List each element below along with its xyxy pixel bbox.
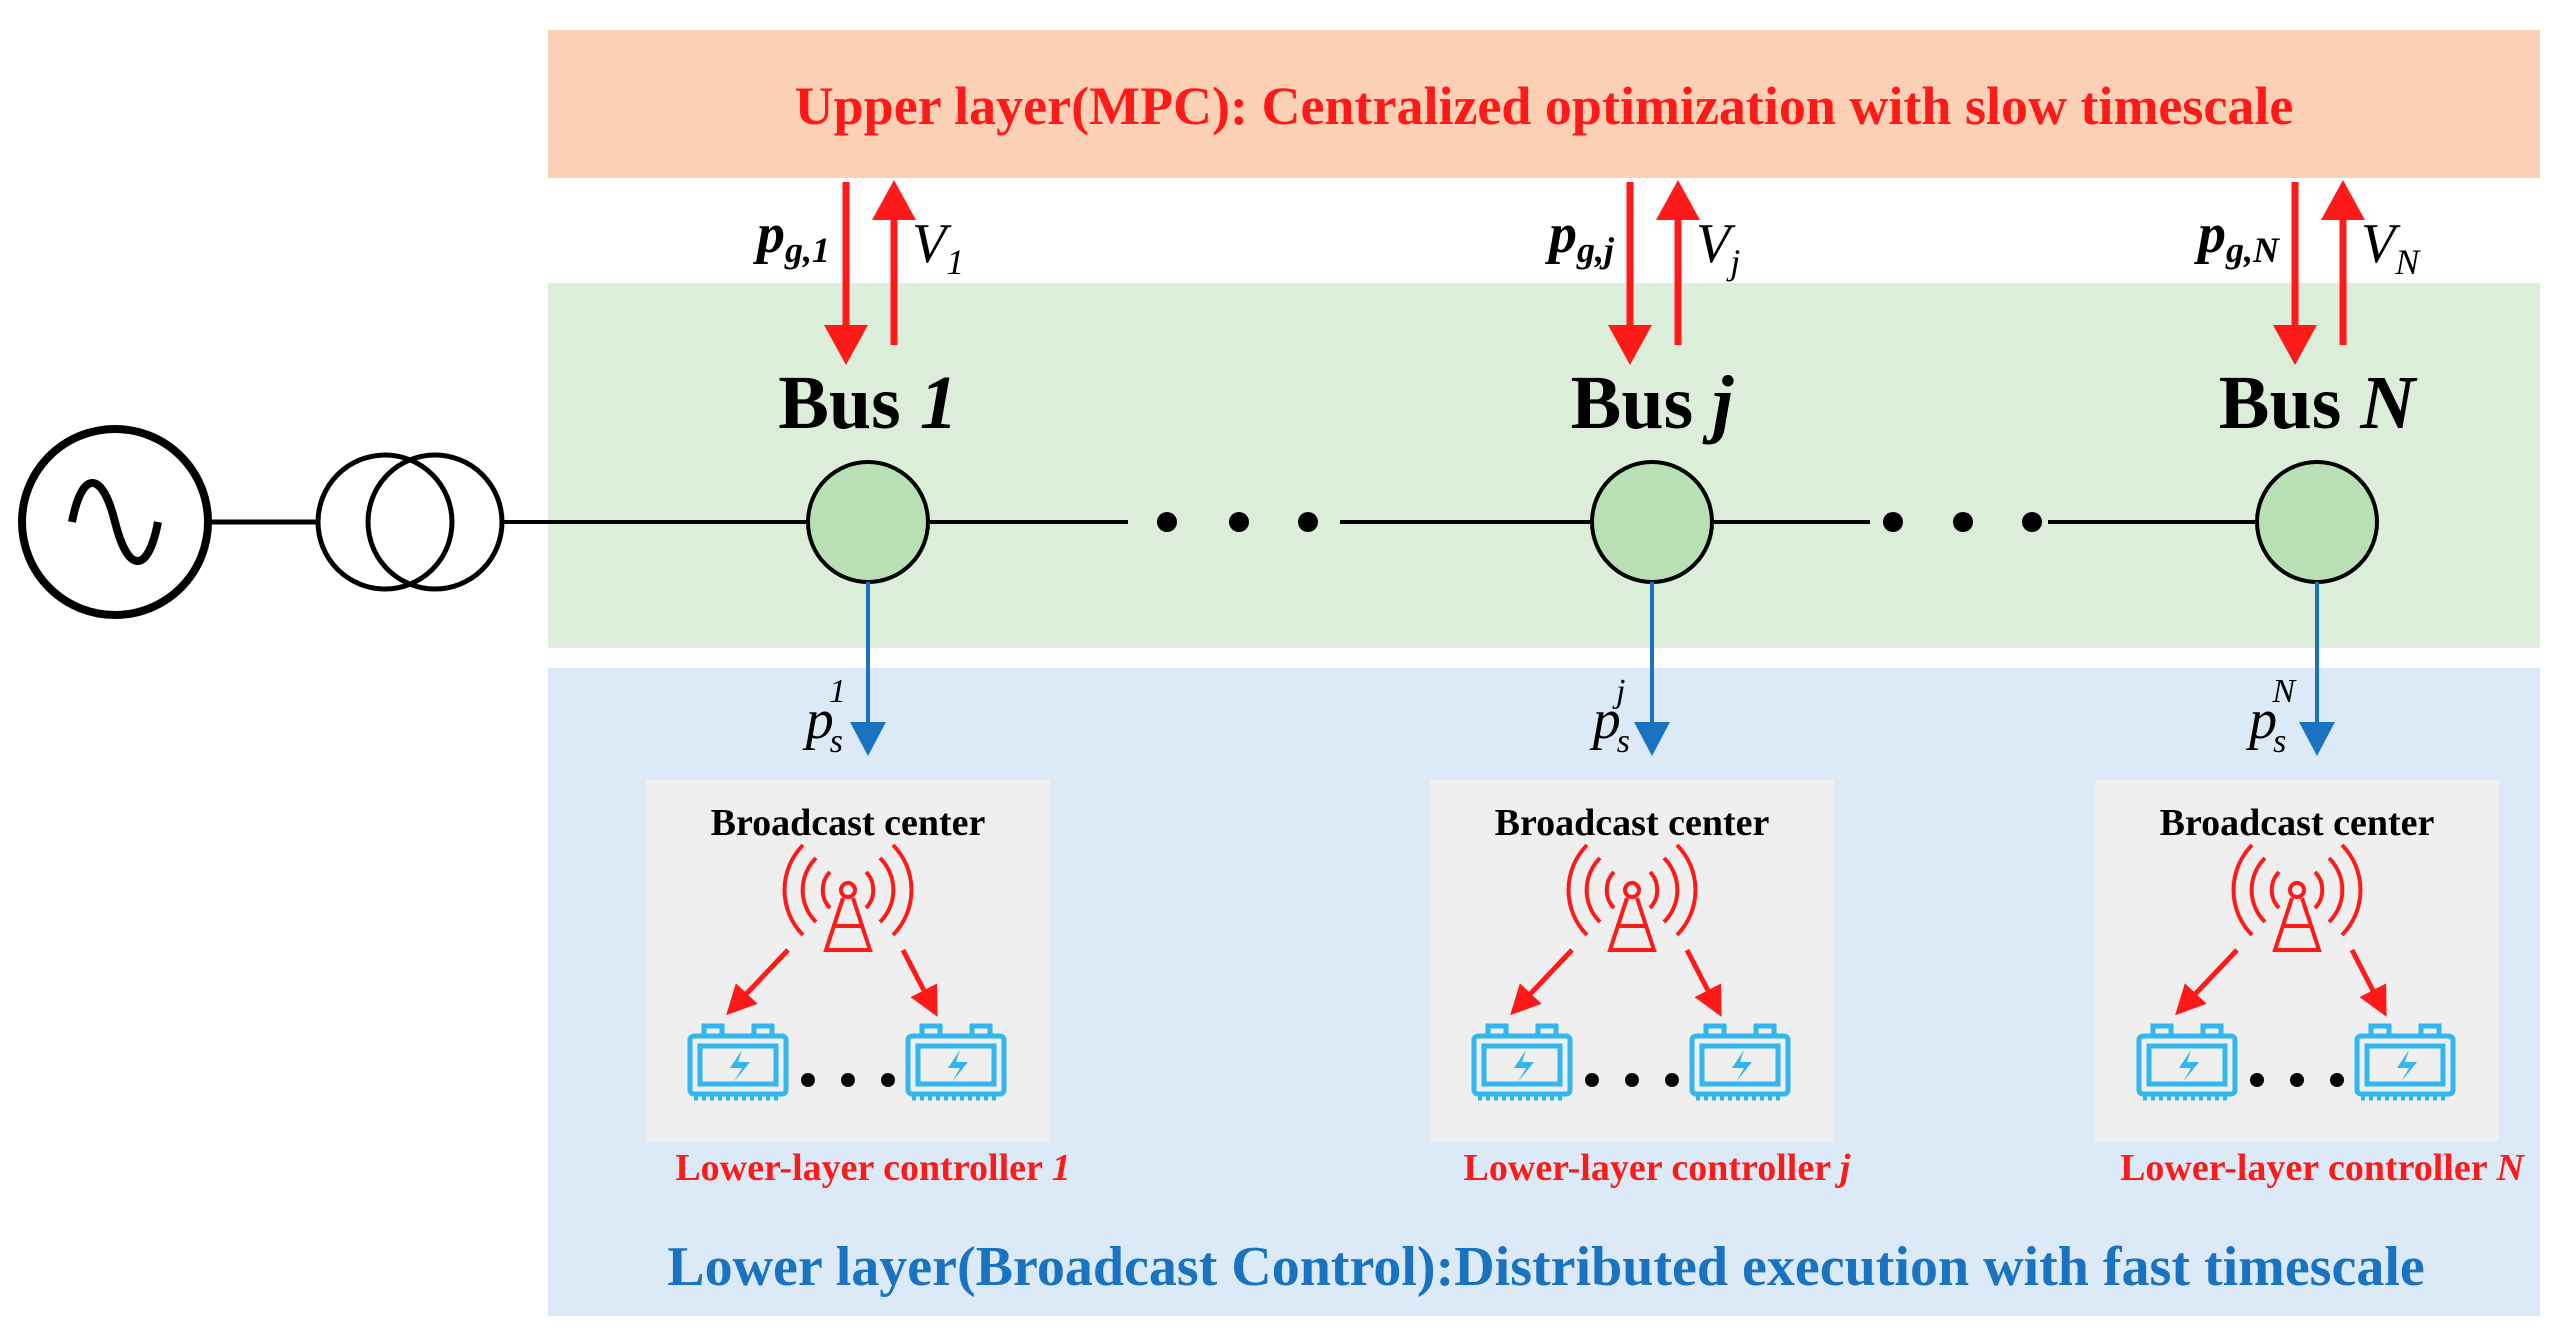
pg-label: pg,j (1545, 203, 1615, 270)
ps-label: psN (2245, 673, 2297, 760)
battery-icon (2354, 1023, 2456, 1101)
bus-title: Bus j (1571, 361, 1735, 445)
broadcast-center-title: Broadcast center (1495, 802, 1770, 844)
upper-layer-band (548, 30, 2540, 178)
upper-layer-label: Upper layer(MPC): Centralized optimizati… (795, 76, 2294, 136)
bus-node[interactable] (1590, 460, 1714, 584)
bus-title: Bus 1 (778, 361, 958, 445)
antenna-icon (782, 843, 914, 952)
broadcast-center-title: Broadcast center (2160, 802, 2435, 844)
pg-label: pg,1 (753, 203, 830, 270)
broadcast-arrow-left (1510, 948, 1574, 1016)
controller-label: Lower-layer controller N (2120, 1147, 2525, 1189)
bus-node[interactable] (806, 460, 930, 584)
battery-icon (1471, 1023, 1573, 1101)
battery-ellipsis (2250, 1073, 2344, 1087)
broadcast-arrow-left (2175, 948, 2239, 1016)
feeder-ellipsis-2 (1883, 512, 2042, 532)
controller-label: Lower-layer controller 1 (675, 1147, 1070, 1189)
lower-layer-label: Lower layer(Broadcast Control):Distribut… (667, 1236, 2425, 1298)
broadcast-arrow-right (1684, 948, 1722, 1017)
transformer-icon (315, 452, 505, 592)
bus-node[interactable] (2255, 460, 2379, 584)
battery-ellipsis (801, 1073, 895, 1087)
feeder-ellipsis-1 (1157, 512, 1318, 532)
battery-icon (1689, 1023, 1791, 1101)
pg-label: pg,N (2194, 203, 2281, 270)
voltage-label: VN (2361, 213, 2421, 282)
battery-ellipsis (1585, 1073, 1679, 1087)
ac-source-icon (18, 425, 212, 619)
broadcast-arrow-right (900, 948, 938, 1017)
battery-icon (687, 1023, 789, 1101)
broadcast-arrow-left (726, 948, 790, 1016)
voltage-label: Vj (1696, 213, 1740, 282)
voltage-label: V1 (912, 213, 964, 282)
battery-icon (2136, 1023, 2238, 1101)
broadcast-arrow-right (2349, 948, 2387, 1017)
ps-label: psj (1589, 673, 1630, 760)
antenna-icon (1566, 843, 1698, 952)
broadcast-center-title: Broadcast center (711, 802, 986, 844)
controller-label: Lower-layer controller j (1464, 1147, 1851, 1189)
antenna-icon (2231, 843, 2363, 952)
bus-title: Bus N (2219, 361, 2419, 445)
ps-label: ps1 (802, 673, 846, 760)
battery-icon (905, 1023, 1007, 1101)
bus-3-group: pg,N VN Bus N psN Broadcast centerLower-laye… (2095, 180, 2525, 1189)
